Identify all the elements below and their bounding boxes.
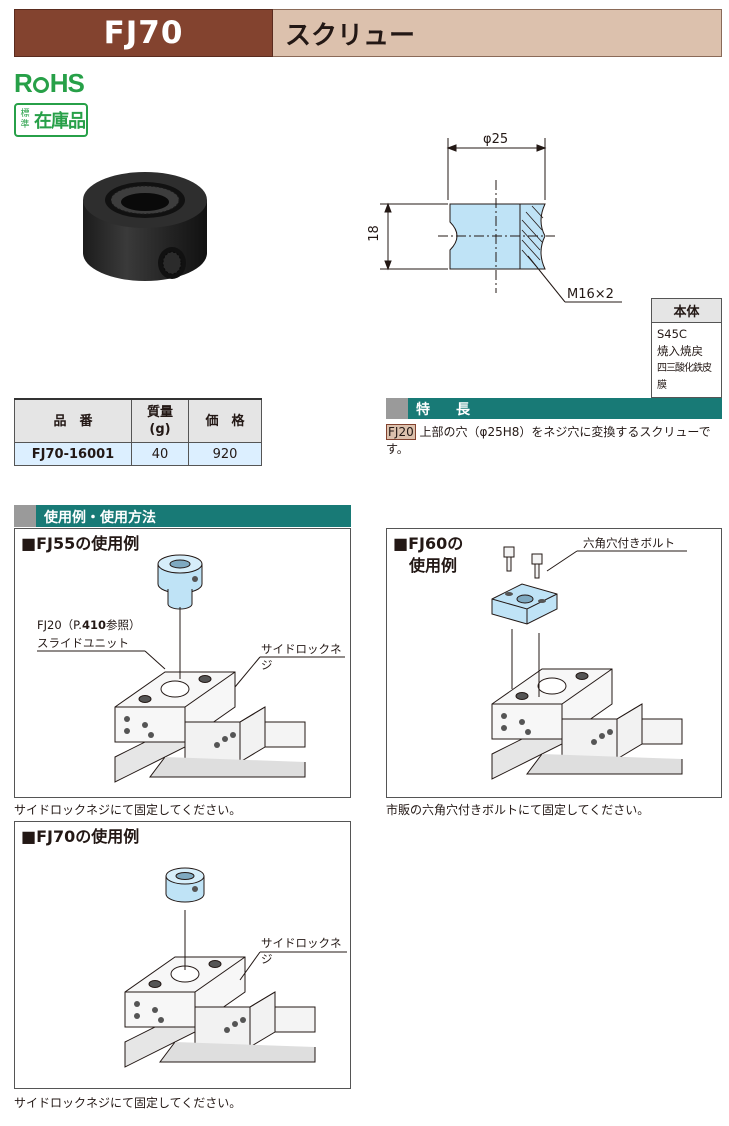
fj60-leader-lines xyxy=(511,550,687,697)
fj70-title: ■FJ70の使用例 xyxy=(21,827,140,846)
fj70-screw-drawing xyxy=(165,867,205,903)
cell-mass: 40 xyxy=(131,442,189,466)
hex-bolt-label: 六角穴付きボルト xyxy=(583,536,675,550)
fj55-title: ■FJ55の使用例 xyxy=(21,534,140,553)
material-title: 本体 xyxy=(652,299,721,323)
product-name-header: スクリュー xyxy=(273,9,722,57)
fj70-caption: サイドロックネジにて固定してください。 xyxy=(14,1096,242,1110)
side-lock-screw-label: サイドロックネジ xyxy=(261,642,342,672)
fj20-part-drawing xyxy=(157,554,203,610)
material-line: 四三酸化鉄皮膜 xyxy=(657,363,712,391)
fj70-leader-lines xyxy=(184,910,347,981)
cell-price: 920 xyxy=(188,442,262,466)
fj55-panel: ■FJ55の使用例 FJ20（P.410参照） スライドユニット サイドロックネ… xyxy=(14,528,351,798)
header-part: 品 番 xyxy=(14,398,132,443)
standard-stock-badge: 標準 在庫品 xyxy=(14,103,88,137)
cell-part: FJ70-16001 xyxy=(14,442,132,466)
fj60-title-line2: 使用例 xyxy=(409,556,458,575)
material-line: S45C xyxy=(657,327,687,341)
usage-heading: 使用例・使用方法 xyxy=(14,505,351,527)
fj20-label: FJ20（P.410参照） xyxy=(37,618,141,632)
product-code-header: FJ70 xyxy=(14,9,273,57)
table-row: FJ70-16001 40 920 xyxy=(14,442,262,466)
fj60-caption: 市販の六角穴付きボルトにて固定してください。 xyxy=(386,803,650,817)
fj55-caption: サイドロックネジにて固定してください。 xyxy=(14,803,242,817)
header-price: 価 格 xyxy=(188,398,262,443)
header-mass: 質量 (g) xyxy=(131,398,189,443)
dim-height: 18 xyxy=(366,225,382,242)
fj60-title-line1: ■FJ60の xyxy=(393,534,464,553)
dim-thread: M16×2 xyxy=(567,287,614,302)
feature-title: 特 長 xyxy=(416,402,476,418)
feature-text: FJ20 上部の穴（φ25H8）をネジ穴に変換するスクリューです。 xyxy=(386,424,726,458)
bolt-and-plate-drawing xyxy=(491,546,558,625)
spec-table: 品 番 質量 (g) 価 格 FJ70-16001 40 920 xyxy=(14,398,262,466)
fj20-tag: FJ20 xyxy=(386,424,416,440)
slide-unit-label: スライドユニット xyxy=(37,636,129,650)
side-lock-screw-label: サイドロックネジ xyxy=(261,936,342,966)
fj55-leader-lines xyxy=(37,607,345,688)
technical-drawing xyxy=(380,138,622,303)
material-line: 焼入焼戻 xyxy=(657,344,703,358)
feature-description: 上部の穴（φ25H8）をネジ穴に変換するスクリューです。 xyxy=(386,425,711,456)
usage-title: 使用例・使用方法 xyxy=(44,510,156,526)
fj60-panel: ■FJ60の 使用例 六角穴付きボルト xyxy=(386,528,722,798)
dim-diameter: φ25 xyxy=(483,132,509,147)
fj70-panel: ■FJ70の使用例 サイドロックネジ xyxy=(14,821,351,1089)
feature-heading: 特 長 xyxy=(386,398,722,419)
product-photo xyxy=(83,172,207,281)
rohs-circle-icon xyxy=(32,77,49,93)
stock-small-label: 標準 xyxy=(20,109,30,130)
material-box: 本体 S45C 焼入焼戻 四三酸化鉄皮膜 xyxy=(651,298,722,398)
stock-big-label: 在庫品 xyxy=(34,111,86,132)
